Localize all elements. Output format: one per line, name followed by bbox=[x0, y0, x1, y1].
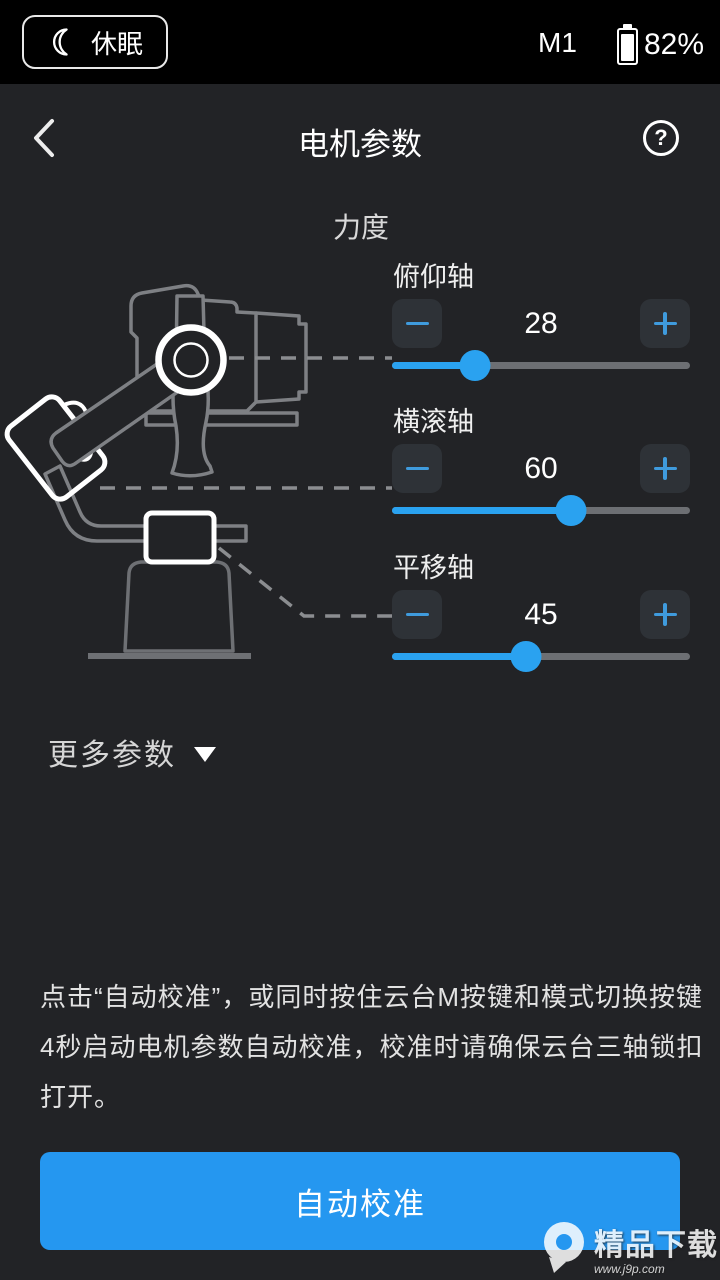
mode-indicator: M1 bbox=[538, 27, 577, 58]
battery-icon bbox=[617, 24, 638, 65]
decrease-button[interactable] bbox=[392, 444, 442, 493]
slider-thumb[interactable] bbox=[555, 495, 587, 526]
increase-button[interactable] bbox=[640, 444, 690, 493]
increase-button[interactable] bbox=[640, 299, 690, 348]
slider-fill bbox=[392, 507, 571, 514]
help-button[interactable]: ? bbox=[643, 120, 679, 156]
sleep-label: 休眠 bbox=[90, 28, 143, 59]
p-logo-icon bbox=[544, 1222, 584, 1273]
slider-track[interactable] bbox=[392, 362, 690, 369]
instructions-line: 点击“自动校准”，或同时按住云台M按键和模式切换按键 bbox=[40, 982, 703, 1012]
back-button[interactable] bbox=[20, 112, 68, 164]
watermark-url: www.j9p.com bbox=[594, 1262, 665, 1276]
minus-icon bbox=[405, 612, 429, 617]
battery-percent: 82% bbox=[644, 27, 705, 61]
minus-icon bbox=[405, 466, 429, 471]
decrease-button[interactable] bbox=[392, 299, 442, 348]
slider[interactable] bbox=[392, 494, 690, 527]
chevron-left-icon bbox=[34, 119, 54, 157]
sleep-button[interactable]: 休眠 bbox=[22, 15, 168, 69]
instructions: 点击“自动校准”，或同时按住云台M按键和模式切换按键 4秒启动电机参数自动校准，… bbox=[40, 972, 703, 1122]
page-title: 电机参数 bbox=[298, 127, 422, 162]
increase-button[interactable] bbox=[640, 590, 690, 639]
status-bar: 休眠 M1 82% bbox=[0, 0, 720, 84]
decrease-button[interactable] bbox=[392, 590, 442, 639]
battery-indicator: 82% bbox=[617, 24, 704, 65]
more-params-label: 更多参数 bbox=[48, 739, 176, 772]
auto-calibrate-button[interactable]: 自动校准 bbox=[40, 1152, 680, 1250]
triangle-down-icon bbox=[194, 746, 216, 762]
battery-fill bbox=[621, 33, 634, 61]
moon-icon bbox=[52, 28, 68, 56]
slider-row-roll: 横滚轴 60 bbox=[392, 400, 690, 532]
minus-icon bbox=[405, 321, 429, 326]
instructions-line: 4秒启动电机参数自动校准，校准时请确保云台三轴锁扣 bbox=[40, 1032, 704, 1062]
slider[interactable] bbox=[392, 640, 690, 673]
axis-label: 俯仰轴 bbox=[393, 262, 474, 292]
slider-fill bbox=[392, 653, 527, 660]
plus-icon bbox=[653, 457, 677, 480]
instructions-line: 打开。 bbox=[40, 1082, 122, 1112]
gimbal-illustration bbox=[4, 283, 392, 659]
axis-label: 横滚轴 bbox=[393, 407, 474, 437]
slider-thumb[interactable] bbox=[510, 641, 542, 672]
slider-row-pan: 平移轴 45 bbox=[392, 546, 690, 678]
slider[interactable] bbox=[392, 349, 690, 382]
watermark: 精品下载 www.j9p.com bbox=[542, 1220, 718, 1276]
axis-value: 28 bbox=[524, 307, 558, 340]
plus-icon bbox=[653, 312, 677, 335]
question-icon: ? bbox=[654, 125, 668, 150]
more-params-toggle[interactable]: 更多参数 bbox=[48, 730, 216, 774]
slider-thumb[interactable] bbox=[459, 350, 491, 381]
plus-icon bbox=[653, 603, 677, 626]
axis-value: 45 bbox=[524, 598, 558, 631]
strength-section-label: 力度 bbox=[333, 212, 390, 243]
slider-fill bbox=[392, 362, 476, 369]
axis-label: 平移轴 bbox=[393, 553, 474, 583]
slider-row-pitch: 俯仰轴 28 bbox=[392, 255, 690, 387]
watermark-title: 精品下载 bbox=[594, 1229, 718, 1262]
axis-value: 60 bbox=[524, 452, 558, 485]
